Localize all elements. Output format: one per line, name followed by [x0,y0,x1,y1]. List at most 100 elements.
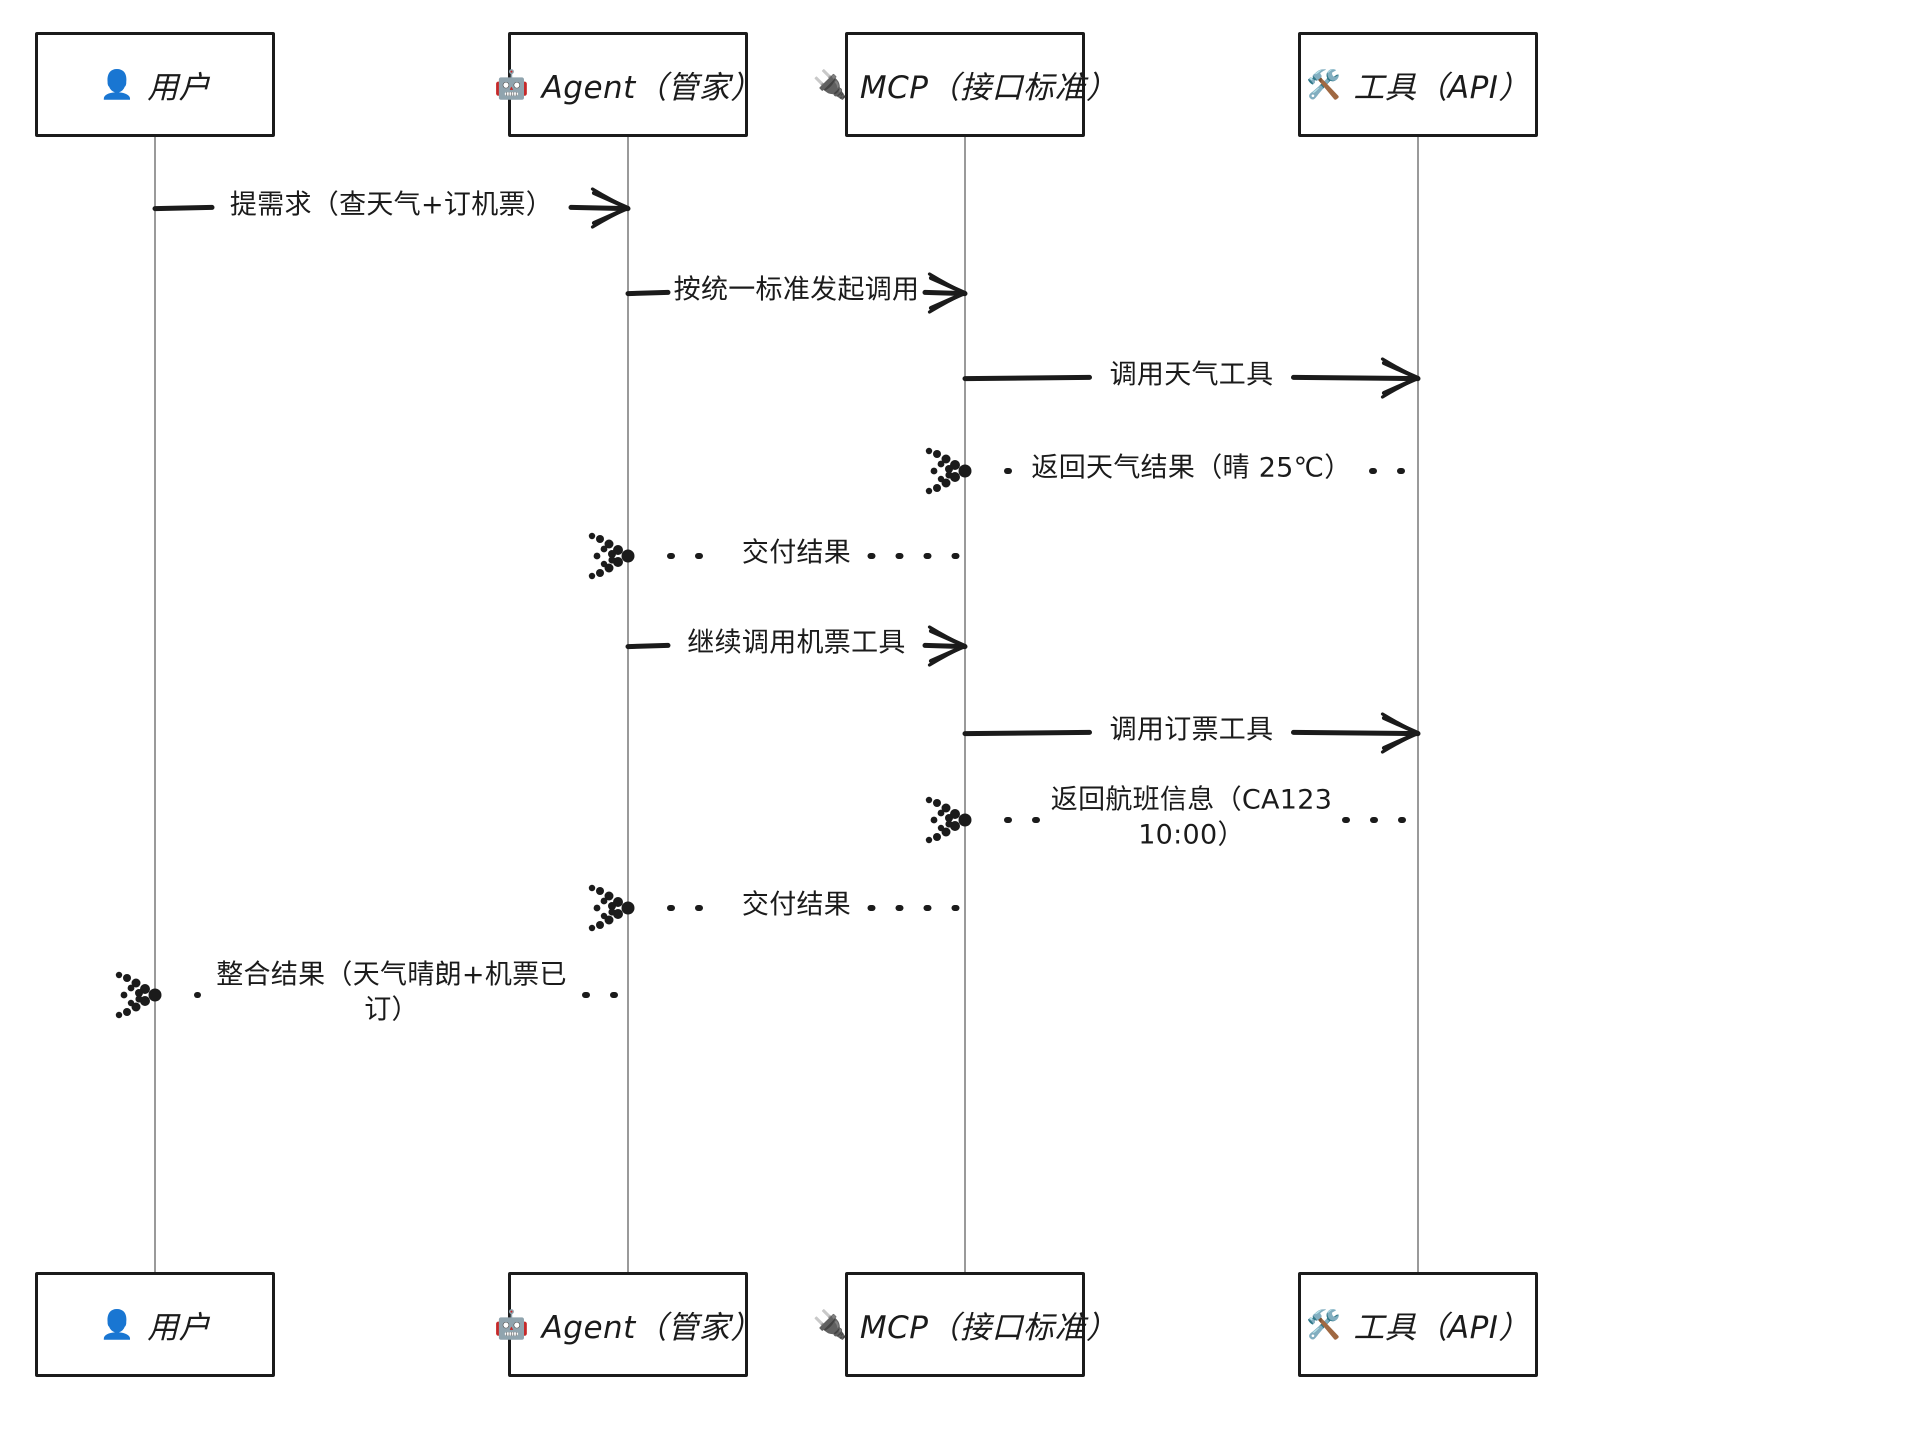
arrowhead-dot [608,556,616,564]
participant-label-agent: 🤖Agent（管家） [494,1302,762,1347]
arrowhead-dot [596,887,604,895]
arrowhead-dot [600,897,608,905]
arrowhead-dot [621,549,635,563]
participant-name-text: 工具（API） [1353,1310,1530,1346]
arrowhead-dot [941,454,951,464]
arrowhead-dot [608,550,616,558]
arrowhead-dot [945,814,953,822]
robot-icon: 🤖 [494,67,530,101]
arrowhead-dot [593,552,601,560]
arrowhead-dot [148,988,162,1002]
message-line [962,729,1092,737]
message-line [962,374,1092,382]
arrowhead-dot [604,915,614,925]
arrowhead-dot [588,884,596,892]
message-arrow-6 [625,625,968,667]
message-arrow-1 [152,187,631,229]
hammer-and-wrench-icon: 🛠️ [1306,67,1342,101]
participant-box-user-top[interactable]: 👤 用户 [35,32,275,137]
message-line [1291,729,1421,737]
arrowhead-dot [925,836,933,844]
arrowhead-dot [604,563,614,573]
message-arrow-3 [962,357,1421,399]
arrowhead-stroke [590,187,630,229]
participant-label-mcp: 🔌 MCP（接口标准） [813,1302,1118,1347]
arrowhead-dot [933,833,941,841]
arrowhead-dot [131,978,141,988]
arrowhead-dot [135,989,143,997]
message-arrow-5 [588,532,968,580]
arrowhead-dot [588,532,596,540]
message-arrow-2 [625,272,968,314]
participant-name-text: Agent（管家） [541,1310,762,1346]
arrowhead-dot [135,995,143,1003]
participant-name-text: Agent（管家） [541,70,762,106]
arrowhead-dot [958,464,972,478]
message-line [922,289,968,297]
arrowhead-dot [925,487,933,495]
arrowhead-dot [933,450,941,458]
arrowhead-dot [937,460,945,468]
participant-box-agent-bottom[interactable]: 🤖Agent（管家） [494,1272,761,1377]
arrowhead-dot [588,924,596,932]
participant-name-text: MCP（接口标准） [859,1310,1118,1346]
message-line [568,204,631,212]
arrowhead-dot [933,799,941,807]
arrowhead-dot [930,816,938,824]
hammer-and-wrench-icon: 🛠️ [1306,1307,1342,1341]
arrowhead-dot [608,902,616,910]
arrowhead-dot [600,560,608,568]
participant-box-mcp-bottom[interactable]: 🔌 MCP（接口标准） [813,1272,1117,1377]
arrowhead-dot [596,569,604,577]
participant-name-text: 用户 [147,1310,211,1346]
arrowhead-dot [127,984,135,992]
arrowhead-dot [941,827,951,837]
message-arrows-group [115,187,1421,1019]
participant-label-tool: 🛠️ 工具（API） [1306,1302,1530,1347]
arrowhead-dot [596,921,604,929]
participant-label-user: 👤 用户 [100,1302,210,1347]
arrowhead-dot [925,447,933,455]
message-arrow-7 [962,712,1421,754]
participant-name-text: 用户 [147,70,211,106]
participant-box-agent-top[interactable]: 🤖 Agent（管家） [494,32,761,137]
arrowhead-dot [596,535,604,543]
arrowhead-dot [593,904,601,912]
user-bust-icon: 👤 [99,1307,136,1341]
arrowhead-dot [925,796,933,804]
arrowhead-stroke [1380,357,1420,399]
arrowhead-dot [604,891,614,901]
user-bust-icon: 👤 [99,67,136,101]
participant-box-tool-bottom[interactable]: 🛠️ 工具（API） [1298,1272,1538,1377]
arrowhead-dot [933,484,941,492]
electric-plug-icon: 🔌 [812,67,848,101]
electric-plug-icon: 🔌 [812,1307,848,1341]
message-line [1291,374,1421,382]
message-line [625,642,671,650]
arrowhead-dot [115,971,123,979]
arrowhead-dot [945,465,953,473]
participant-label-mcp: 🔌 MCP（接口标准） [813,62,1118,107]
participant-name-text: MCP（接口标准） [859,70,1118,106]
participant-box-mcp-top[interactable]: 🔌 MCP（接口标准） [813,32,1117,137]
message-arrow-10 [115,971,631,1019]
arrowhead-dot [127,999,135,1007]
participant-box-tool-top[interactable]: 🛠️工具（API） [1298,32,1538,137]
arrowhead-dot [941,478,951,488]
arrowhead-stroke [1380,712,1420,754]
message-arrow-9 [588,884,968,932]
arrowhead-dot [600,545,608,553]
arrowhead-dot [937,475,945,483]
participant-box-user-bottom[interactable]: 👤 用户 [35,1272,275,1377]
message-arrow-4 [925,447,1421,495]
participant-label-tool: 🛠️工具（API） [1306,62,1530,107]
arrowhead-stroke [927,272,967,314]
arrowhead-dot [600,912,608,920]
message-line [152,204,215,212]
arrowhead-dot [958,813,972,827]
arrowhead-dot [588,572,596,580]
arrowhead-dot [608,908,616,916]
participant-label-agent: 🤖 Agent（管家） [494,62,762,107]
